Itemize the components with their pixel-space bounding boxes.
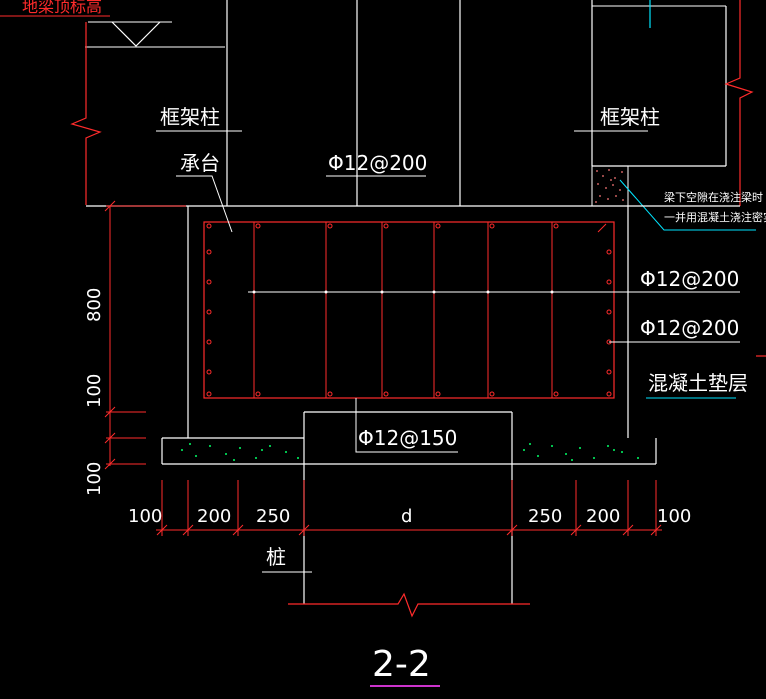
column-right	[591, 0, 727, 167]
column-right-label: 框架柱	[600, 105, 660, 129]
top-left-elevation-label: 地梁顶标高	[22, 0, 102, 16]
beam-gap-infill	[591, 165, 629, 207]
dim-h-100-right: 100	[657, 506, 691, 527]
rebar-cage	[203, 221, 620, 399]
dim-h-d: d	[401, 506, 412, 527]
rebar-stirrup-leader	[355, 398, 458, 453]
dim-h-200-left: 200	[197, 506, 231, 527]
cushion-label: 混凝土垫层	[648, 371, 748, 395]
rebar-mid-label: Φ12@200	[640, 267, 739, 291]
rebar-stirrup-label: Φ12@150	[358, 426, 457, 450]
right-break-line	[724, 0, 754, 206]
section-title: 2-2	[372, 644, 431, 685]
pile-label: 桩	[266, 545, 286, 569]
column-left	[226, 0, 461, 206]
dim-v-800: 800	[84, 288, 105, 322]
rebar-side-label: Φ12@200	[640, 316, 739, 340]
dim-h-250-right: 250	[528, 506, 562, 527]
dim-h-250-left: 250	[256, 506, 290, 527]
elevation-marker-icon	[85, 21, 225, 48]
dim-h-100-left: 100	[128, 506, 162, 527]
horizontal-dimension-chain	[156, 480, 662, 536]
cap-leader	[176, 175, 233, 233]
column-left-label: 框架柱	[160, 105, 220, 129]
dim-h-200-right: 200	[586, 506, 620, 527]
note-leader	[619, 179, 756, 231]
dim-v-100-b: 100	[84, 462, 105, 496]
rebar-top-label: Φ12@200	[328, 151, 427, 175]
dim-v-100-a: 100	[84, 374, 105, 408]
concrete-cushion	[161, 437, 657, 465]
note-line1: 梁下空隙在浇注梁时	[664, 190, 763, 204]
note-line2: 一并用混凝土浇注密实	[664, 210, 766, 224]
left-break-line	[70, 22, 102, 205]
vertical-dimension-chain	[104, 200, 186, 470]
pile-cap-outline	[187, 206, 629, 438]
cap-label: 承台	[180, 151, 220, 175]
